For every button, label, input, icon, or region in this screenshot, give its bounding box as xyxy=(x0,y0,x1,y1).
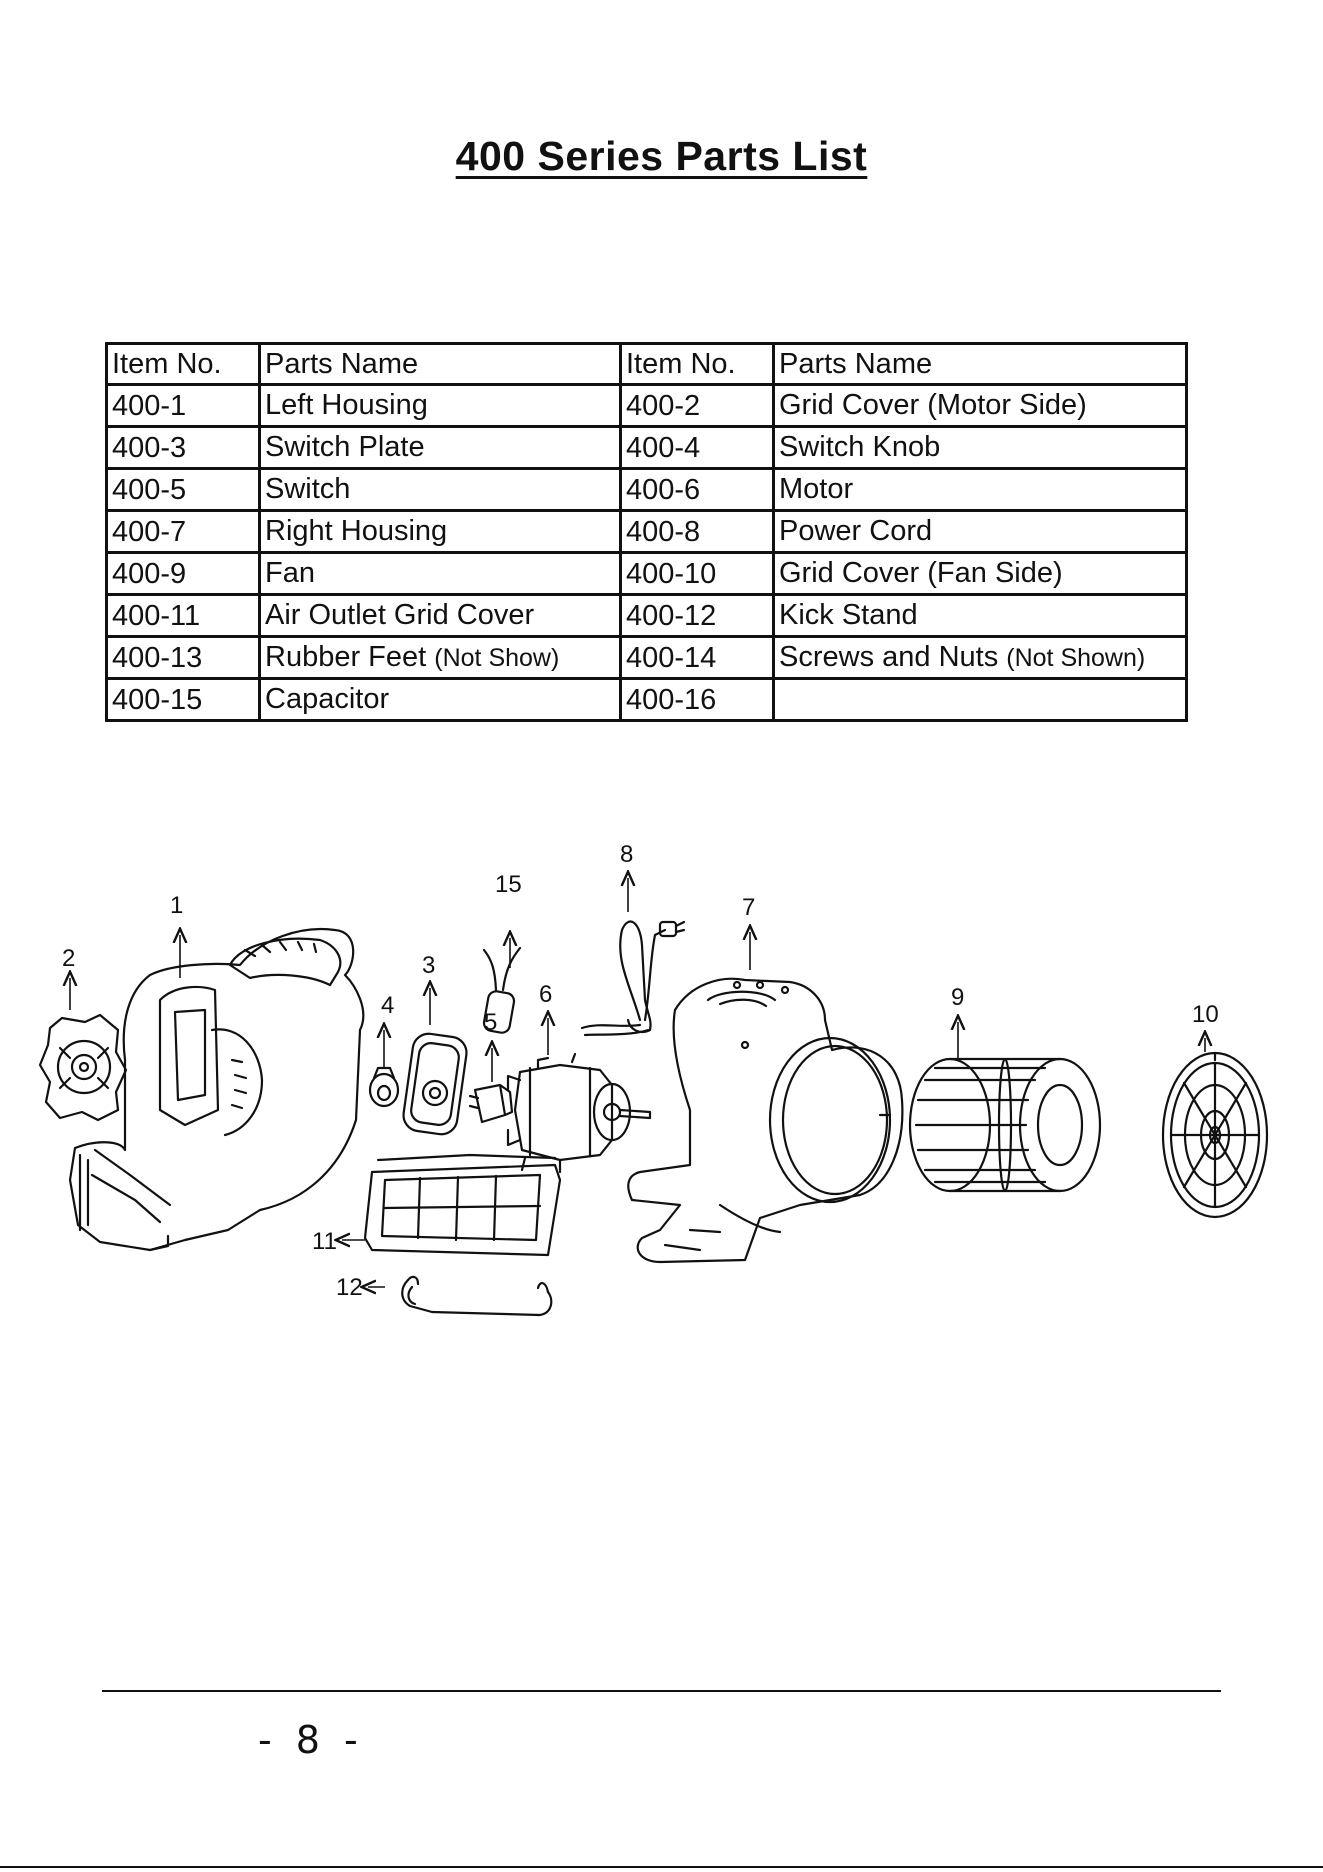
callout-15: 15 xyxy=(495,871,522,898)
parts-name: Switch Plate xyxy=(258,425,622,470)
header-item-no: Item No. xyxy=(619,342,775,386)
switch-part xyxy=(468,1083,514,1124)
item-no: 400-9 xyxy=(105,551,261,596)
table-row: 400-5 Switch 400-6 Motor xyxy=(105,467,1188,512)
parts-name: Fan xyxy=(258,551,622,596)
item-no: 400-13 xyxy=(105,635,261,680)
right-housing-part xyxy=(627,977,904,1264)
item-no: 400-6 xyxy=(619,467,775,512)
switch-plate-part xyxy=(402,1032,468,1136)
fan-part xyxy=(908,1057,1102,1193)
item-no: 400-11 xyxy=(105,593,261,638)
item-no: 400-12 xyxy=(619,593,775,638)
exploded-parts-diagram: 1 2 3 4 5 6 7 8 9 10 11 12 15 xyxy=(38,841,1269,1317)
parts-table: Item No. Parts Name Item No. Parts Name … xyxy=(105,342,1188,722)
callout-3: 3 xyxy=(422,952,435,979)
air-outlet-grid-cover-part xyxy=(363,1153,562,1257)
parts-name: Grid Cover (Motor Side) xyxy=(772,383,1188,428)
item-no: 400-4 xyxy=(619,425,775,470)
table-row: 400-13 Rubber Feet (Not Show) 400-14 Scr… xyxy=(105,635,1188,680)
parts-name: Left Housing xyxy=(258,383,622,428)
parts-name xyxy=(772,677,1188,722)
power-cord-part xyxy=(580,920,686,1037)
motor-part xyxy=(506,1052,652,1174)
callout-4: 4 xyxy=(381,992,394,1019)
callout-1: 1 xyxy=(170,892,183,919)
item-no: 400-3 xyxy=(105,425,261,470)
table-row: 400-1 Left Housing 400-2 Grid Cover (Mot… xyxy=(105,383,1188,428)
parts-name: Motor xyxy=(772,467,1188,512)
item-no: 400-16 xyxy=(619,677,775,722)
item-no: 400-14 xyxy=(619,635,775,680)
item-no: 400-8 xyxy=(619,509,775,554)
grid-cover-fan-side-part xyxy=(1161,1051,1269,1219)
grid-cover-motor-side-part xyxy=(38,1013,128,1122)
parts-name: Switch Knob xyxy=(772,425,1188,470)
item-no: 400-7 xyxy=(105,509,261,554)
item-no: 400-15 xyxy=(105,677,261,722)
callout-2: 2 xyxy=(62,945,75,972)
item-no: 400-2 xyxy=(619,383,775,428)
parts-name: Rubber Feet (Not Show) xyxy=(258,635,622,680)
callout-5: 5 xyxy=(484,1009,497,1036)
left-housing-part xyxy=(68,928,365,1252)
parts-name: Switch xyxy=(258,467,622,512)
item-no: 400-1 xyxy=(105,383,261,428)
table-row: 400-3 Switch Plate 400-4 Switch Knob xyxy=(105,425,1188,470)
callout-7: 7 xyxy=(742,894,755,921)
table-row: 400-7 Right Housing 400-8 Power Cord xyxy=(105,509,1188,554)
callout-10: 10 xyxy=(1192,1001,1219,1028)
parts-name: Grid Cover (Fan Side) xyxy=(772,551,1188,596)
parts-name: Capacitor xyxy=(258,677,622,722)
header-parts-name: Parts Name xyxy=(258,342,622,386)
table-row: 400-15 Capacitor 400-16 xyxy=(105,677,1188,722)
parts-name: Kick Stand xyxy=(772,593,1188,638)
switch-knob-part xyxy=(368,1066,400,1108)
kick-stand-part xyxy=(401,1275,553,1317)
page-number: - 8 - xyxy=(258,1718,364,1762)
callout-6: 6 xyxy=(539,981,552,1008)
item-no: 400-5 xyxy=(105,467,261,512)
page-title: 400 Series Parts List xyxy=(455,133,868,179)
item-no: 400-10 xyxy=(619,551,775,596)
footer-divider xyxy=(102,1690,1221,1692)
header-parts-name: Parts Name xyxy=(772,342,1188,386)
table-header-row: Item No. Parts Name Item No. Parts Name xyxy=(105,342,1188,386)
callout-11: 11 xyxy=(312,1228,337,1255)
header-item-no: Item No. xyxy=(105,342,261,386)
parts-name: Right Housing xyxy=(258,509,622,554)
callout-9: 9 xyxy=(951,984,964,1011)
table-row: 400-9 Fan 400-10 Grid Cover (Fan Side) xyxy=(105,551,1188,596)
table-row: 400-11 Air Outlet Grid Cover 400-12 Kick… xyxy=(105,593,1188,638)
bottom-edge-rule xyxy=(0,1866,1323,1868)
parts-name: Screws and Nuts (Not Shown) xyxy=(772,635,1188,680)
callout-12: 12 xyxy=(336,1274,363,1301)
callout-8: 8 xyxy=(620,841,633,868)
parts-name: Power Cord xyxy=(772,509,1188,554)
parts-name: Air Outlet Grid Cover xyxy=(258,593,622,638)
